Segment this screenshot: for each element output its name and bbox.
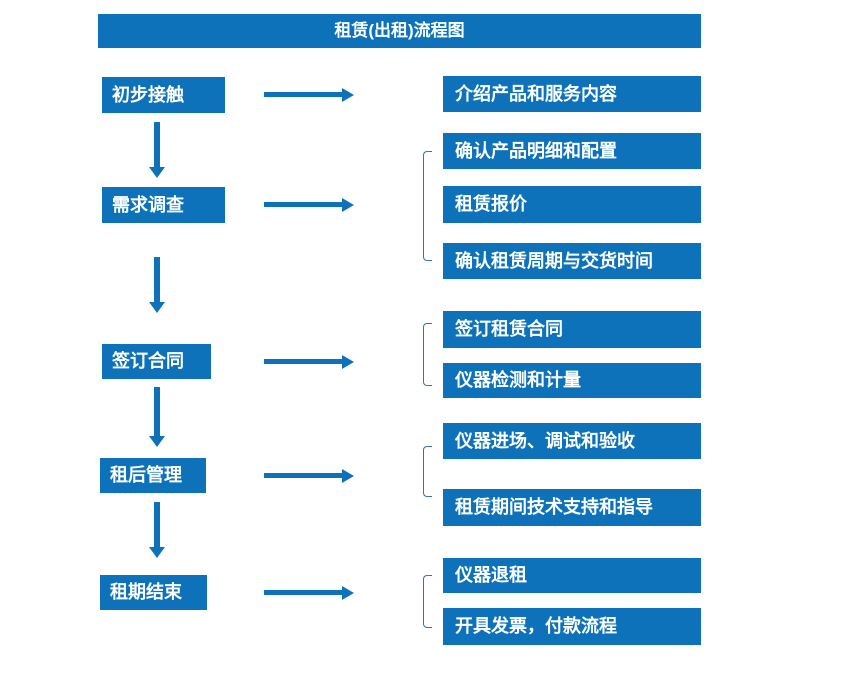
- bracket: [423, 575, 432, 628]
- detail-box: 仪器退租: [443, 558, 701, 593]
- detail-box: 仪器进场、调试和验收: [443, 423, 701, 459]
- bracket: [423, 446, 432, 497]
- flowchart-title: 租赁(出租)流程图: [98, 14, 701, 48]
- arrow-right-icon: [264, 92, 342, 97]
- arrow-down-icon: [154, 257, 160, 302]
- detail-box: 开具发票，付款流程: [443, 608, 701, 645]
- step-box-initial-contact: 初步接触: [102, 77, 225, 113]
- arrow-down-icon: [154, 387, 160, 436]
- detail-box: 确认租赁周期与交货时间: [443, 243, 701, 279]
- step-box-rental-end: 租期结束: [100, 575, 207, 610]
- bracket: [423, 323, 432, 386]
- arrow-right-icon: [264, 359, 342, 364]
- detail-box: 仪器检测和计量: [443, 363, 701, 398]
- arrow-right-icon: [264, 473, 342, 478]
- detail-box: 租赁期间技术支持和指导: [443, 489, 701, 526]
- bracket: [423, 151, 432, 261]
- detail-box: 租赁报价: [443, 186, 701, 223]
- detail-box: 确认产品明细和配置: [443, 133, 701, 169]
- detail-box: 签订租赁合同: [443, 311, 701, 348]
- arrow-down-icon: [154, 122, 160, 167]
- arrow-down-icon: [154, 502, 160, 547]
- step-box-sign-contract: 签订合同: [102, 344, 211, 379]
- arrow-right-icon: [264, 590, 342, 595]
- detail-box: 介绍产品和服务内容: [443, 76, 701, 112]
- arrow-right-icon: [264, 202, 342, 207]
- step-box-post-rental-management: 租后管理: [100, 458, 206, 493]
- step-box-demand-survey: 需求调查: [102, 187, 225, 223]
